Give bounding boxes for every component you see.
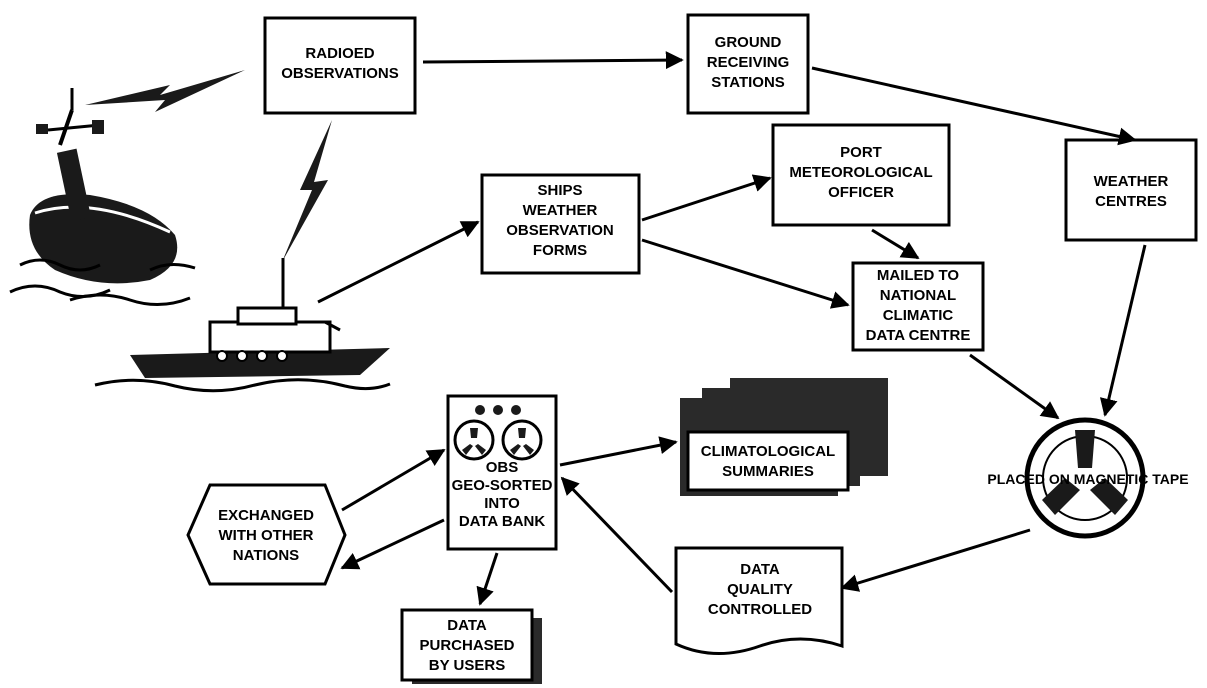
label-text: DATA CENTRE (866, 327, 971, 344)
label-text: WITH OTHER (219, 527, 314, 544)
arrow-databank-to-climatological (560, 442, 676, 465)
ships-forms-box: SHIPS WEATHER OBSERVATION FORMS (482, 175, 639, 273)
label-text: INTO (484, 495, 520, 512)
label-text: CENTRES (1095, 193, 1167, 210)
data-bank-box: OBS GEO-SORTED INTO DATA BANK (448, 396, 556, 549)
radioed-line-1: RADIOED (305, 45, 374, 62)
arrow-port-to-mailed (872, 230, 918, 258)
label-text: OBSERVATION (506, 222, 614, 239)
label-text: CLIMATOLOGICAL (701, 443, 835, 460)
label-text: SUMMARIES (722, 463, 814, 480)
arrow-mailed-to-tape (970, 355, 1058, 418)
label-text: PURCHASED (419, 637, 514, 654)
arrow-exchanged-to-databank (342, 450, 444, 510)
label-text: WEATHER (523, 202, 598, 219)
label-text: NATIONAL (880, 287, 956, 304)
flow-arrows (318, 60, 1145, 604)
label-text: CLIMATIC (883, 307, 954, 324)
buoy-icon (10, 88, 195, 305)
arrow-quality-to-databank (562, 478, 672, 592)
label-text: DATA BANK (459, 513, 546, 530)
label-text: WEATHER (1094, 173, 1169, 190)
data-purchased-box: DATA PURCHASED BY USERS (402, 610, 542, 684)
mailed-box: MAILED TO NATIONAL CLIMATIC DATA CENTRE (853, 263, 983, 350)
label-text: MAILED TO (877, 267, 960, 284)
arrow-radioed-to-ground (423, 60, 682, 62)
radioed-observations-box: RADIOED OBSERVATIONS (265, 18, 415, 113)
label-text: FORMS (533, 242, 587, 259)
label-text: DATA (740, 561, 780, 578)
weather-centres-box: WEATHER CENTRES (1066, 140, 1196, 240)
label-text: BY USERS (429, 657, 505, 674)
arrow-forms-to-port (642, 178, 770, 220)
magnetic-tape-label: PLACED ON MAGNETIC TAPE (987, 471, 1188, 487)
label-text: EXCHANGED (218, 507, 314, 524)
label-text: DATA (447, 617, 487, 634)
label-text: GROUND (715, 34, 782, 51)
label-text: OFFICER (828, 184, 894, 201)
arrow-tape-to-quality (842, 530, 1030, 588)
exchanged-hexagon: EXCHANGED WITH OTHER NATIONS (188, 485, 345, 584)
data-quality-document: DATA QUALITY CONTROLLED (676, 548, 842, 654)
arrow-forms-to-mailed (642, 240, 848, 305)
arrow-databank-to-purchased (480, 553, 497, 604)
label-text: OBS (486, 459, 519, 476)
climatological-summaries-box: CLIMATOLOGICAL SUMMARIES (680, 378, 888, 496)
arrow-databank-to-exchanged (342, 520, 444, 568)
arrow-ship-to-forms (318, 222, 478, 302)
label-text: GEO-SORTED (452, 477, 553, 494)
label-text: METEOROLOGICAL (789, 164, 932, 181)
label-text: SHIPS (537, 182, 582, 199)
arrow-weather-to-tape (1105, 245, 1145, 415)
port-meteorological-box: PORT METEOROLOGICAL OFFICER (773, 125, 949, 225)
ground-receiving-box: GROUND RECEIVING STATIONS (688, 15, 808, 113)
label-text: PORT (840, 144, 882, 161)
label-text: NATIONS (233, 547, 299, 564)
label-text: QUALITY (727, 581, 793, 598)
label-text: STATIONS (711, 74, 785, 91)
label-text: CONTROLLED (708, 601, 812, 618)
label-text: RECEIVING (707, 54, 790, 71)
radioed-line-2: OBSERVATIONS (281, 65, 399, 82)
